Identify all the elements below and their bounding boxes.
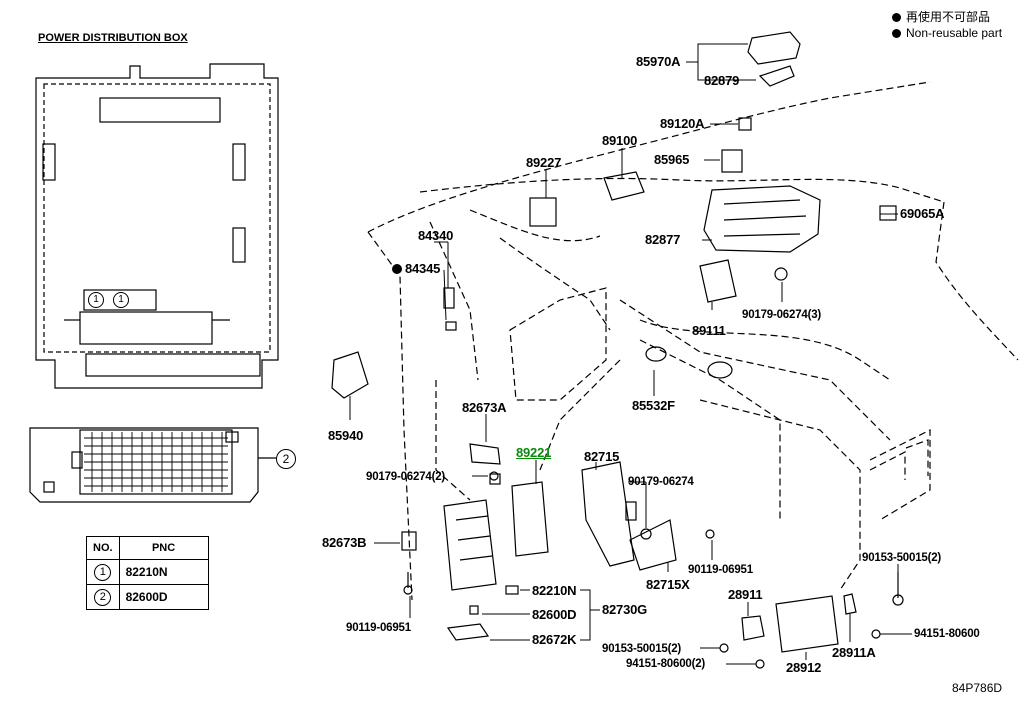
part-label-85970A[interactable]: 85970A	[636, 54, 681, 69]
part-label-82715X[interactable]: 82715X	[646, 577, 690, 592]
legend: 再使用不可部品 Non-reusable part	[892, 9, 1002, 41]
power-distribution-box-title: POWER DISTRIBUTION BOX	[38, 32, 188, 44]
part-label-90179-06274-2[interactable]: 90179-06274(2)	[366, 471, 446, 483]
part-label-69065A[interactable]: 69065A	[900, 206, 945, 221]
part-label-84340[interactable]: 84340	[418, 228, 454, 243]
part-label-90179-06274[interactable]: 90179-06274	[628, 476, 694, 488]
part-label-90153-50015-2-right[interactable]: 90153-50015(2)	[862, 552, 942, 564]
part-label-28912[interactable]: 28912	[786, 660, 822, 675]
part-label-90119-06951-left[interactable]: 90119-06951	[346, 622, 411, 634]
pnc-header-pnc: PNC	[118, 536, 209, 560]
pnc-row-no: 2	[94, 588, 112, 606]
part-label-28911A[interactable]: 28911A	[832, 645, 876, 660]
part-label-89111[interactable]: 89111	[692, 323, 726, 338]
callout-1-left: 1	[88, 292, 104, 308]
diagram-code: 84P786D	[952, 681, 1003, 695]
part-label-82715[interactable]: 82715	[584, 449, 620, 464]
part-label-82730G[interactable]: 82730G	[602, 602, 648, 617]
pnc-table-header: NO. PNC	[86, 536, 209, 560]
part-label-89100[interactable]: 89100	[602, 133, 638, 148]
table-row: 2 82600D	[86, 584, 209, 610]
part-label-90153-50015-2-left[interactable]: 90153-50015(2)	[602, 643, 682, 655]
part-label-28911[interactable]: 28911	[728, 587, 763, 602]
part-label-85940[interactable]: 85940	[328, 428, 364, 443]
part-label-82879[interactable]: 82879	[704, 73, 740, 88]
pnc-row-part[interactable]: 82600D	[118, 584, 209, 610]
table-row: 1 82210N	[86, 559, 209, 585]
part-label-89120A[interactable]: 89120A	[660, 116, 705, 131]
part-label-94151-80600-2[interactable]: 94151-80600(2)	[626, 658, 706, 670]
part-label-82672K[interactable]: 82672K	[532, 632, 577, 647]
pnc-header-no: NO.	[86, 536, 120, 560]
part-label-82673A[interactable]: 82673A	[462, 400, 507, 415]
legend-text-jp: 再使用不可部品	[906, 10, 991, 24]
part-label-82600D[interactable]: 82600D	[532, 607, 577, 622]
power-distribution-box-top-view	[35, 63, 279, 389]
part-label-89221-highlighted[interactable]: 89221	[516, 445, 552, 460]
part-label-89227[interactable]: 89227	[526, 155, 562, 170]
part-label-82210N[interactable]: 82210N	[532, 583, 577, 598]
pnc-row-part[interactable]: 82210N	[118, 559, 209, 585]
part-label-82673B[interactable]: 82673B	[322, 535, 367, 550]
non-reusable-dot-icon	[392, 264, 402, 274]
part-label-85965[interactable]: 85965	[654, 152, 690, 167]
instrument-panel-outline	[367, 81, 1019, 601]
legend-row-jp: 再使用不可部品	[892, 9, 1002, 25]
non-reusable-dot-icon	[892, 29, 901, 38]
part-label-84345[interactable]: 84345	[405, 261, 441, 276]
part-label-85532F[interactable]: 85532F	[632, 398, 675, 413]
pnc-row-no: 1	[94, 563, 112, 581]
leader-lines	[349, 43, 912, 665]
pnc-table: NO. PNC 1 82210N 2 82600D	[86, 536, 209, 610]
component-drawings	[331, 31, 904, 669]
power-distribution-box-side-view	[29, 427, 276, 503]
non-reusable-dot-icon	[892, 13, 901, 22]
part-label-90179-06274-3[interactable]: 90179-06274(3)	[742, 309, 822, 321]
callout-1-right: 1	[113, 292, 129, 308]
legend-row-en: Non-reusable part	[892, 25, 1002, 41]
legend-text-en: Non-reusable part	[906, 26, 1003, 40]
part-label-94151-80600[interactable]: 94151-80600	[914, 628, 980, 640]
part-label-90119-06951-right[interactable]: 90119-06951	[688, 564, 753, 576]
part-label-82877[interactable]: 82877	[645, 232, 681, 247]
callout-2: 2	[276, 449, 296, 469]
